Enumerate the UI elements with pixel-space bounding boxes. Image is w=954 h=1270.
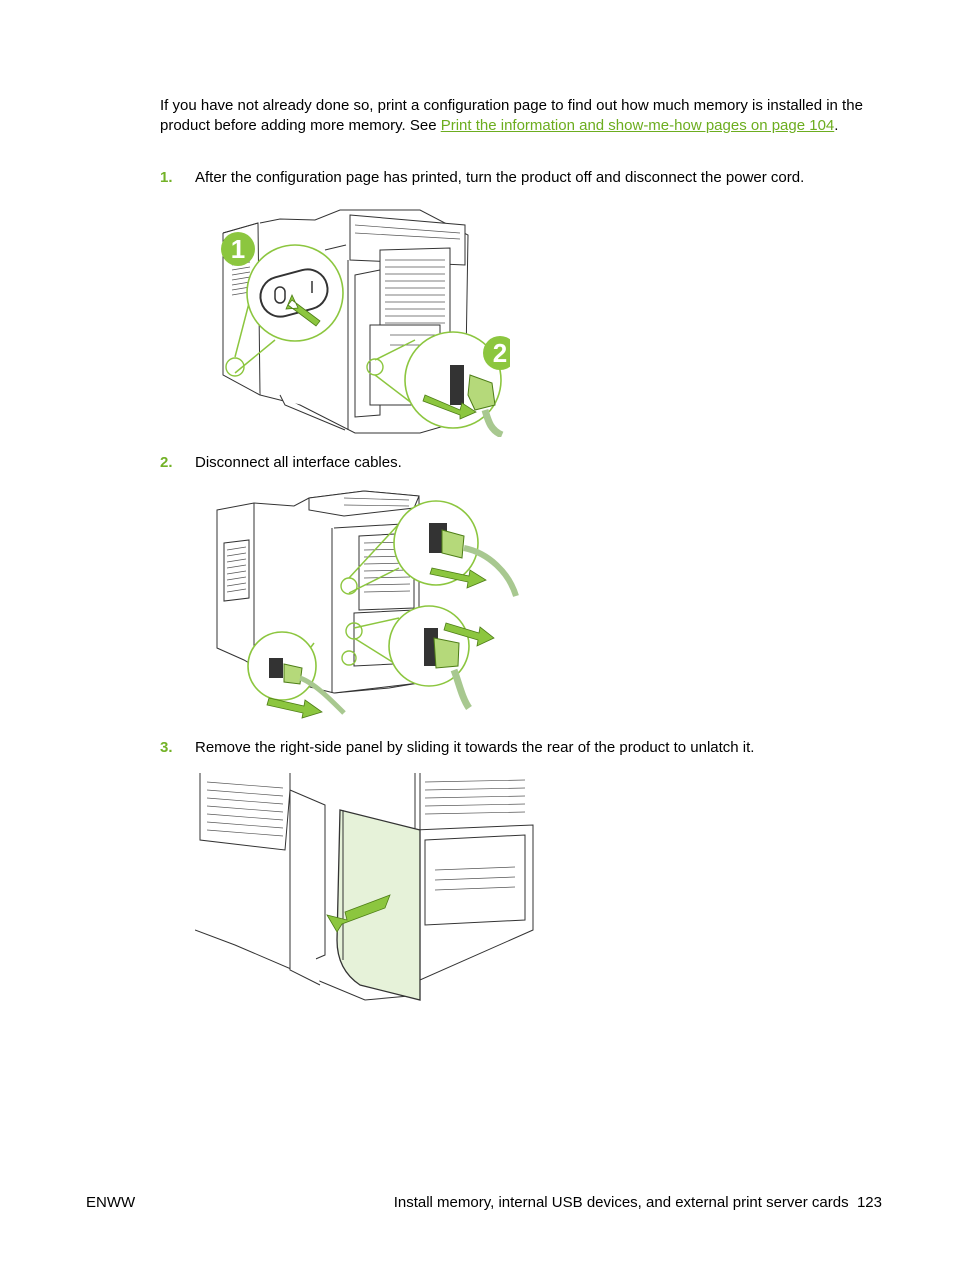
- figure-power-off-illustration: 1 2: [221, 209, 510, 437]
- intro-text: If you have not already done so, print a…: [160, 97, 863, 134]
- step-number: 2.: [160, 454, 173, 471]
- callout-2-label: 2: [493, 338, 507, 368]
- footer-page-number: 123: [856, 1194, 882, 1211]
- footer-left: ENWW: [86, 1194, 136, 1211]
- figure-remove-side-panel-illustration: [195, 773, 534, 1001]
- step-number: 1.: [160, 169, 173, 186]
- step-text: Disconnect all interface cables.: [195, 454, 402, 471]
- intro-paragraph: If you have not already done so, print a…: [160, 96, 890, 135]
- configuration-page-link[interactable]: Print the information and show-me-how pa…: [440, 116, 835, 134]
- step-text: After the configuration page has printed…: [195, 169, 805, 186]
- callout-1-label: 1: [231, 234, 245, 264]
- footer-right: Install memory, internal USB devices, an…: [394, 1193, 882, 1212]
- intro-text-end: .: [834, 116, 839, 134]
- figure-disconnect-cables-illustration: [216, 490, 519, 719]
- callout-2-badge: [483, 336, 510, 370]
- footer-title: Install memory, internal USB devices, an…: [393, 1194, 849, 1211]
- step-text: Remove the right-side panel by sliding i…: [195, 739, 755, 756]
- step-number: 3.: [160, 739, 173, 756]
- callout-1-badge: [221, 232, 255, 266]
